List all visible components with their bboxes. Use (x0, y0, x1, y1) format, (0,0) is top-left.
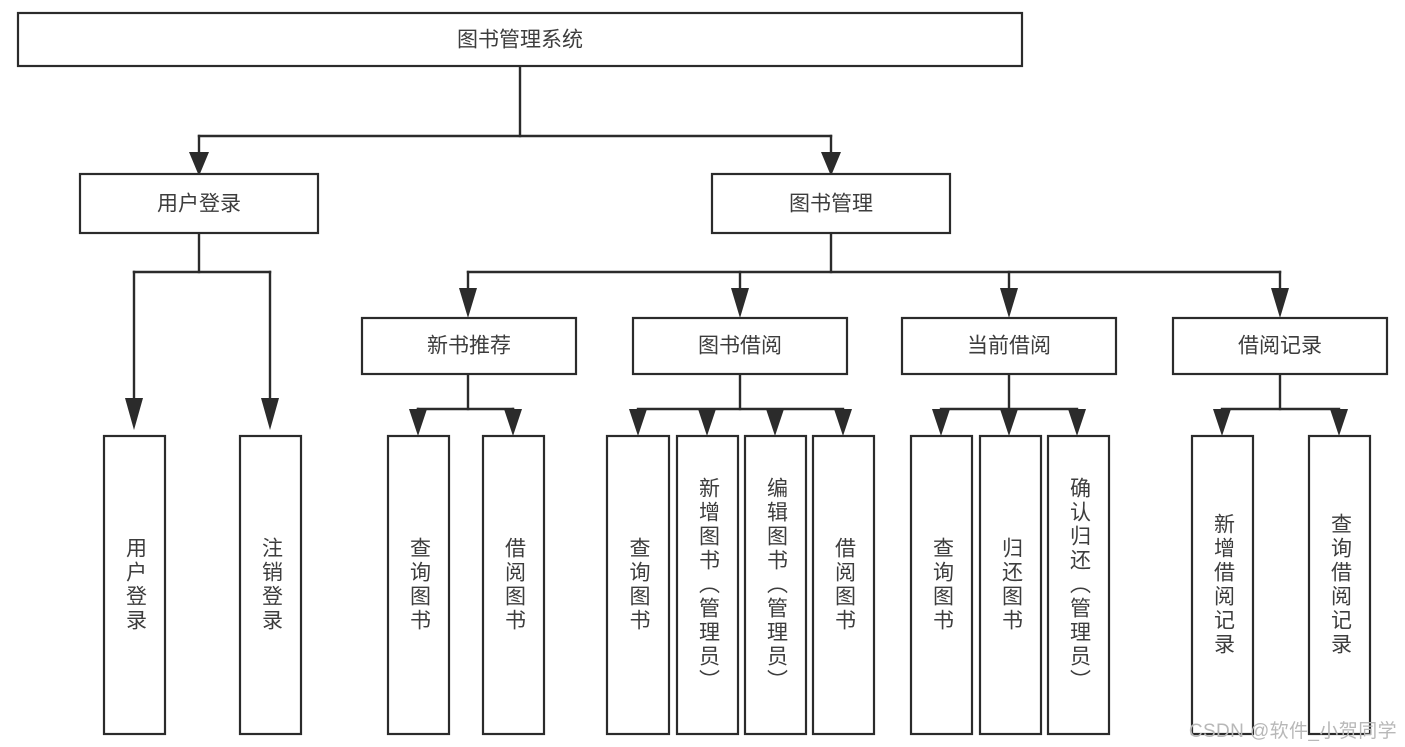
node-book-manage-label: 图书管理 (789, 193, 873, 216)
leaf-book-borrow-0[interactable] (605, 434, 671, 736)
node-current-borrow[interactable] (900, 316, 1118, 376)
node-root-label: 图书管理系统 (457, 29, 583, 52)
node-current-borrow-label: 当前借阅 (967, 335, 1051, 358)
node-borrow-record-label: 借阅记录 (1238, 335, 1322, 358)
leaf-new-book-1[interactable] (481, 434, 546, 736)
connector-group-borrow-record (1213, 372, 1348, 436)
node-borrow-record[interactable] (1171, 316, 1389, 376)
csdn-watermark: CSDN @软件_小贺同学 (1188, 721, 1397, 742)
leaf-borrow-record-0[interactable] (1190, 434, 1255, 736)
connector-group-book-manage (459, 231, 1289, 318)
node-book-borrow-label: 图书借阅 (698, 335, 782, 358)
leaf-borrow-record-1[interactable] (1307, 434, 1372, 736)
arrow-head-borrow-record (1271, 288, 1289, 318)
leaf-book-borrow-1[interactable] (675, 434, 740, 736)
arrow-head-user-login (189, 152, 209, 176)
leaf-current-borrow-2[interactable] (1046, 434, 1111, 736)
arrow-head-leaf-current-3 (1068, 409, 1086, 436)
node-user-login-label: 用户登录 (157, 193, 241, 216)
node-user-login[interactable] (78, 172, 320, 235)
arrow-head-leaf-borrow-1 (629, 409, 647, 436)
leaf-current-borrow-1[interactable] (978, 434, 1043, 736)
arrow-head-leaf-current-2 (1000, 409, 1018, 436)
arrow-head-leaf-record-1 (1213, 409, 1231, 436)
arrow-head-current-borrow (1000, 288, 1018, 318)
arrow-head-leaf-borrow-3 (766, 409, 784, 436)
leaf-current-borrow-0[interactable] (909, 434, 974, 736)
arrow-head-leaf-user-1 (125, 398, 143, 430)
arrow-head-leaf-record-2 (1330, 409, 1348, 436)
arrow-head-leaf-newbook-1 (409, 409, 427, 436)
connector-group-book-borrow (629, 372, 852, 436)
arrow-head-leaf-borrow-2 (698, 409, 716, 436)
connector-group-new-book (409, 372, 522, 436)
node-root[interactable] (16, 11, 1024, 68)
leaf-new-book-0[interactable] (386, 434, 451, 736)
arrow-head-new-book (459, 288, 477, 318)
arrow-head-leaf-newbook-2 (504, 409, 522, 436)
leaf-user-login-0[interactable] (102, 434, 167, 736)
arrow-head-leaf-current-1 (932, 409, 950, 436)
node-book-borrow[interactable] (631, 316, 849, 376)
arrow-head-book-manage (821, 152, 841, 176)
node-new-book-recommend[interactable] (360, 316, 578, 376)
leaf-user-login-1[interactable] (238, 434, 303, 736)
connector-group-current-borrow (932, 372, 1086, 436)
arrow-head-leaf-user-2 (261, 398, 279, 430)
leaf-book-borrow-3[interactable] (811, 434, 876, 736)
arrow-head-book-borrow (731, 288, 749, 318)
connector-group-user-login (125, 231, 279, 430)
node-book-manage[interactable] (710, 172, 952, 235)
arrow-head-leaf-borrow-4 (834, 409, 852, 436)
connector-group-root (189, 64, 841, 176)
leaf-book-borrow-2[interactable] (743, 434, 808, 736)
node-new-book-recommend-label: 新书推荐 (427, 335, 511, 358)
